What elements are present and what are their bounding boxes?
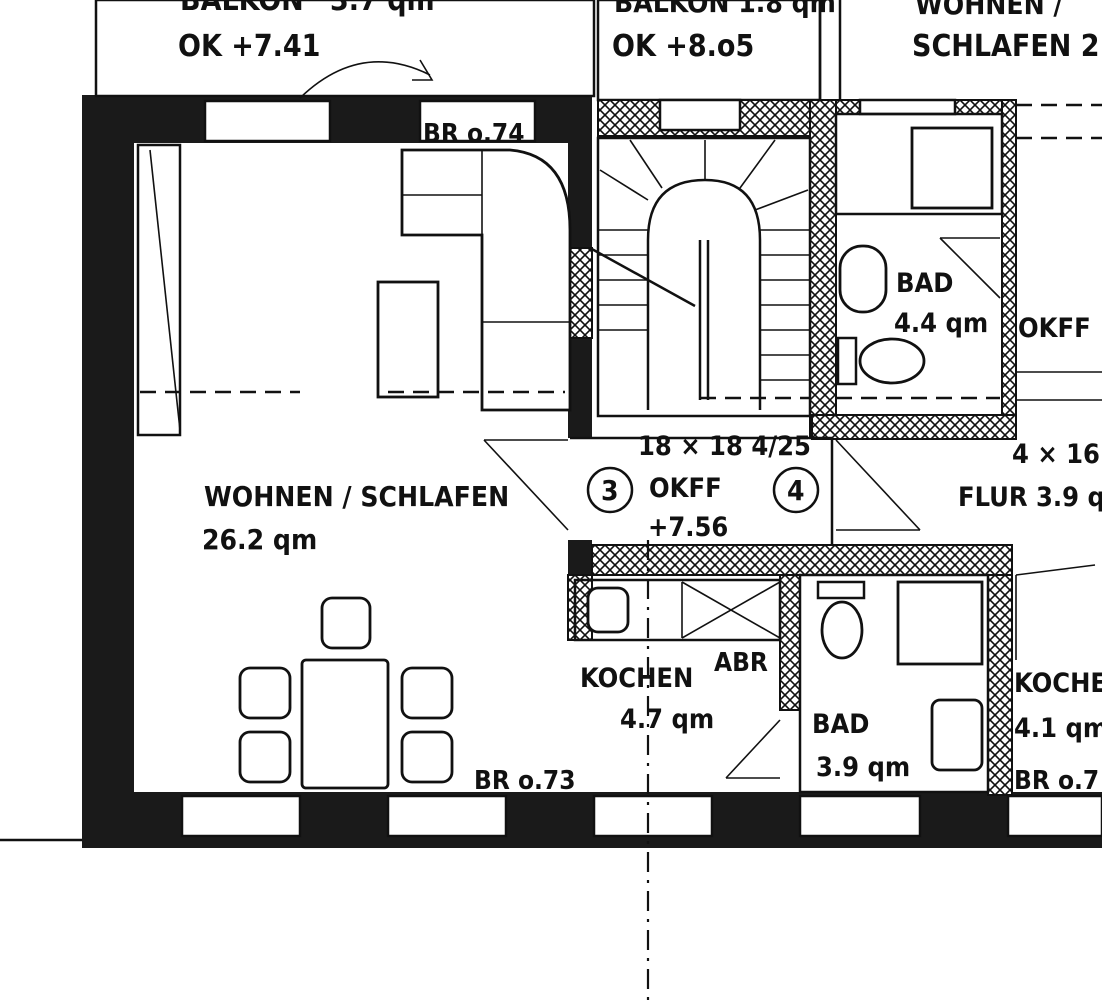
upper-bathroom — [834, 103, 1102, 400]
unit-4-marker — [772, 466, 820, 514]
lower-bathroom — [798, 573, 990, 794]
kochen-name: KOCHEN — [580, 663, 693, 694]
balkon-mid-label: BALKON 1.8 qm — [614, 0, 836, 19]
kochen-right-name: KOCHE — [1014, 668, 1102, 699]
main-room-name: WOHNEN / SCHLAFEN — [204, 480, 509, 513]
wohnen-right-line1: WOHNEN / — [915, 0, 1063, 21]
kochen-area: 4.7 qm — [620, 704, 714, 735]
stair-level: +7.56 — [648, 512, 728, 543]
kochen-right-area: 4.1 qm — [1014, 713, 1102, 744]
room-labels: BALKON 3.7 qm OK +7.41 BALKON 1.8 qm OK … — [178, 0, 1102, 796]
bad-lower-name: BAD — [812, 709, 869, 740]
windows — [136, 98, 1102, 838]
balkon-left-area: 3.7 qm — [330, 0, 435, 18]
kochen-abr: ABR — [714, 648, 768, 678]
br-top-label: BR o.74 — [423, 119, 525, 149]
staircase — [570, 136, 834, 545]
kitchen — [573, 578, 782, 779]
stair-unit-3: 3 — [601, 474, 619, 507]
balkon-left-level: OK +7.41 — [178, 29, 320, 64]
stair-dims: 18 × 18 4/25 — [638, 431, 811, 462]
flur-dims: 4 × 16 — [1012, 439, 1100, 470]
okff-right-label: OKFF — [1018, 313, 1091, 344]
br-bottom-label: BR o.73 — [474, 766, 576, 796]
stair-unit-4: 4 — [787, 474, 805, 507]
flur-name: FLUR 3.9 q — [958, 482, 1102, 513]
stair-okff: OKFF — [649, 473, 722, 504]
living-furniture — [140, 59, 572, 790]
bad-upper-name: BAD — [896, 268, 953, 299]
bad-lower-area: 3.9 qm — [816, 752, 910, 783]
kochen-right-br: BR o.7 — [1014, 766, 1099, 796]
main-room-area: 26.2 qm — [202, 523, 317, 556]
balkon-mid-level: OK +8.o5 — [612, 29, 754, 64]
wohnen-right-line2: SCHLAFEN 2 — [912, 29, 1100, 64]
hallway — [835, 371, 1102, 660]
unit-3-marker — [586, 466, 634, 514]
bad-upper-area: 4.4 qm — [894, 308, 988, 339]
balkon-left-label: BALKON — [180, 0, 304, 18]
